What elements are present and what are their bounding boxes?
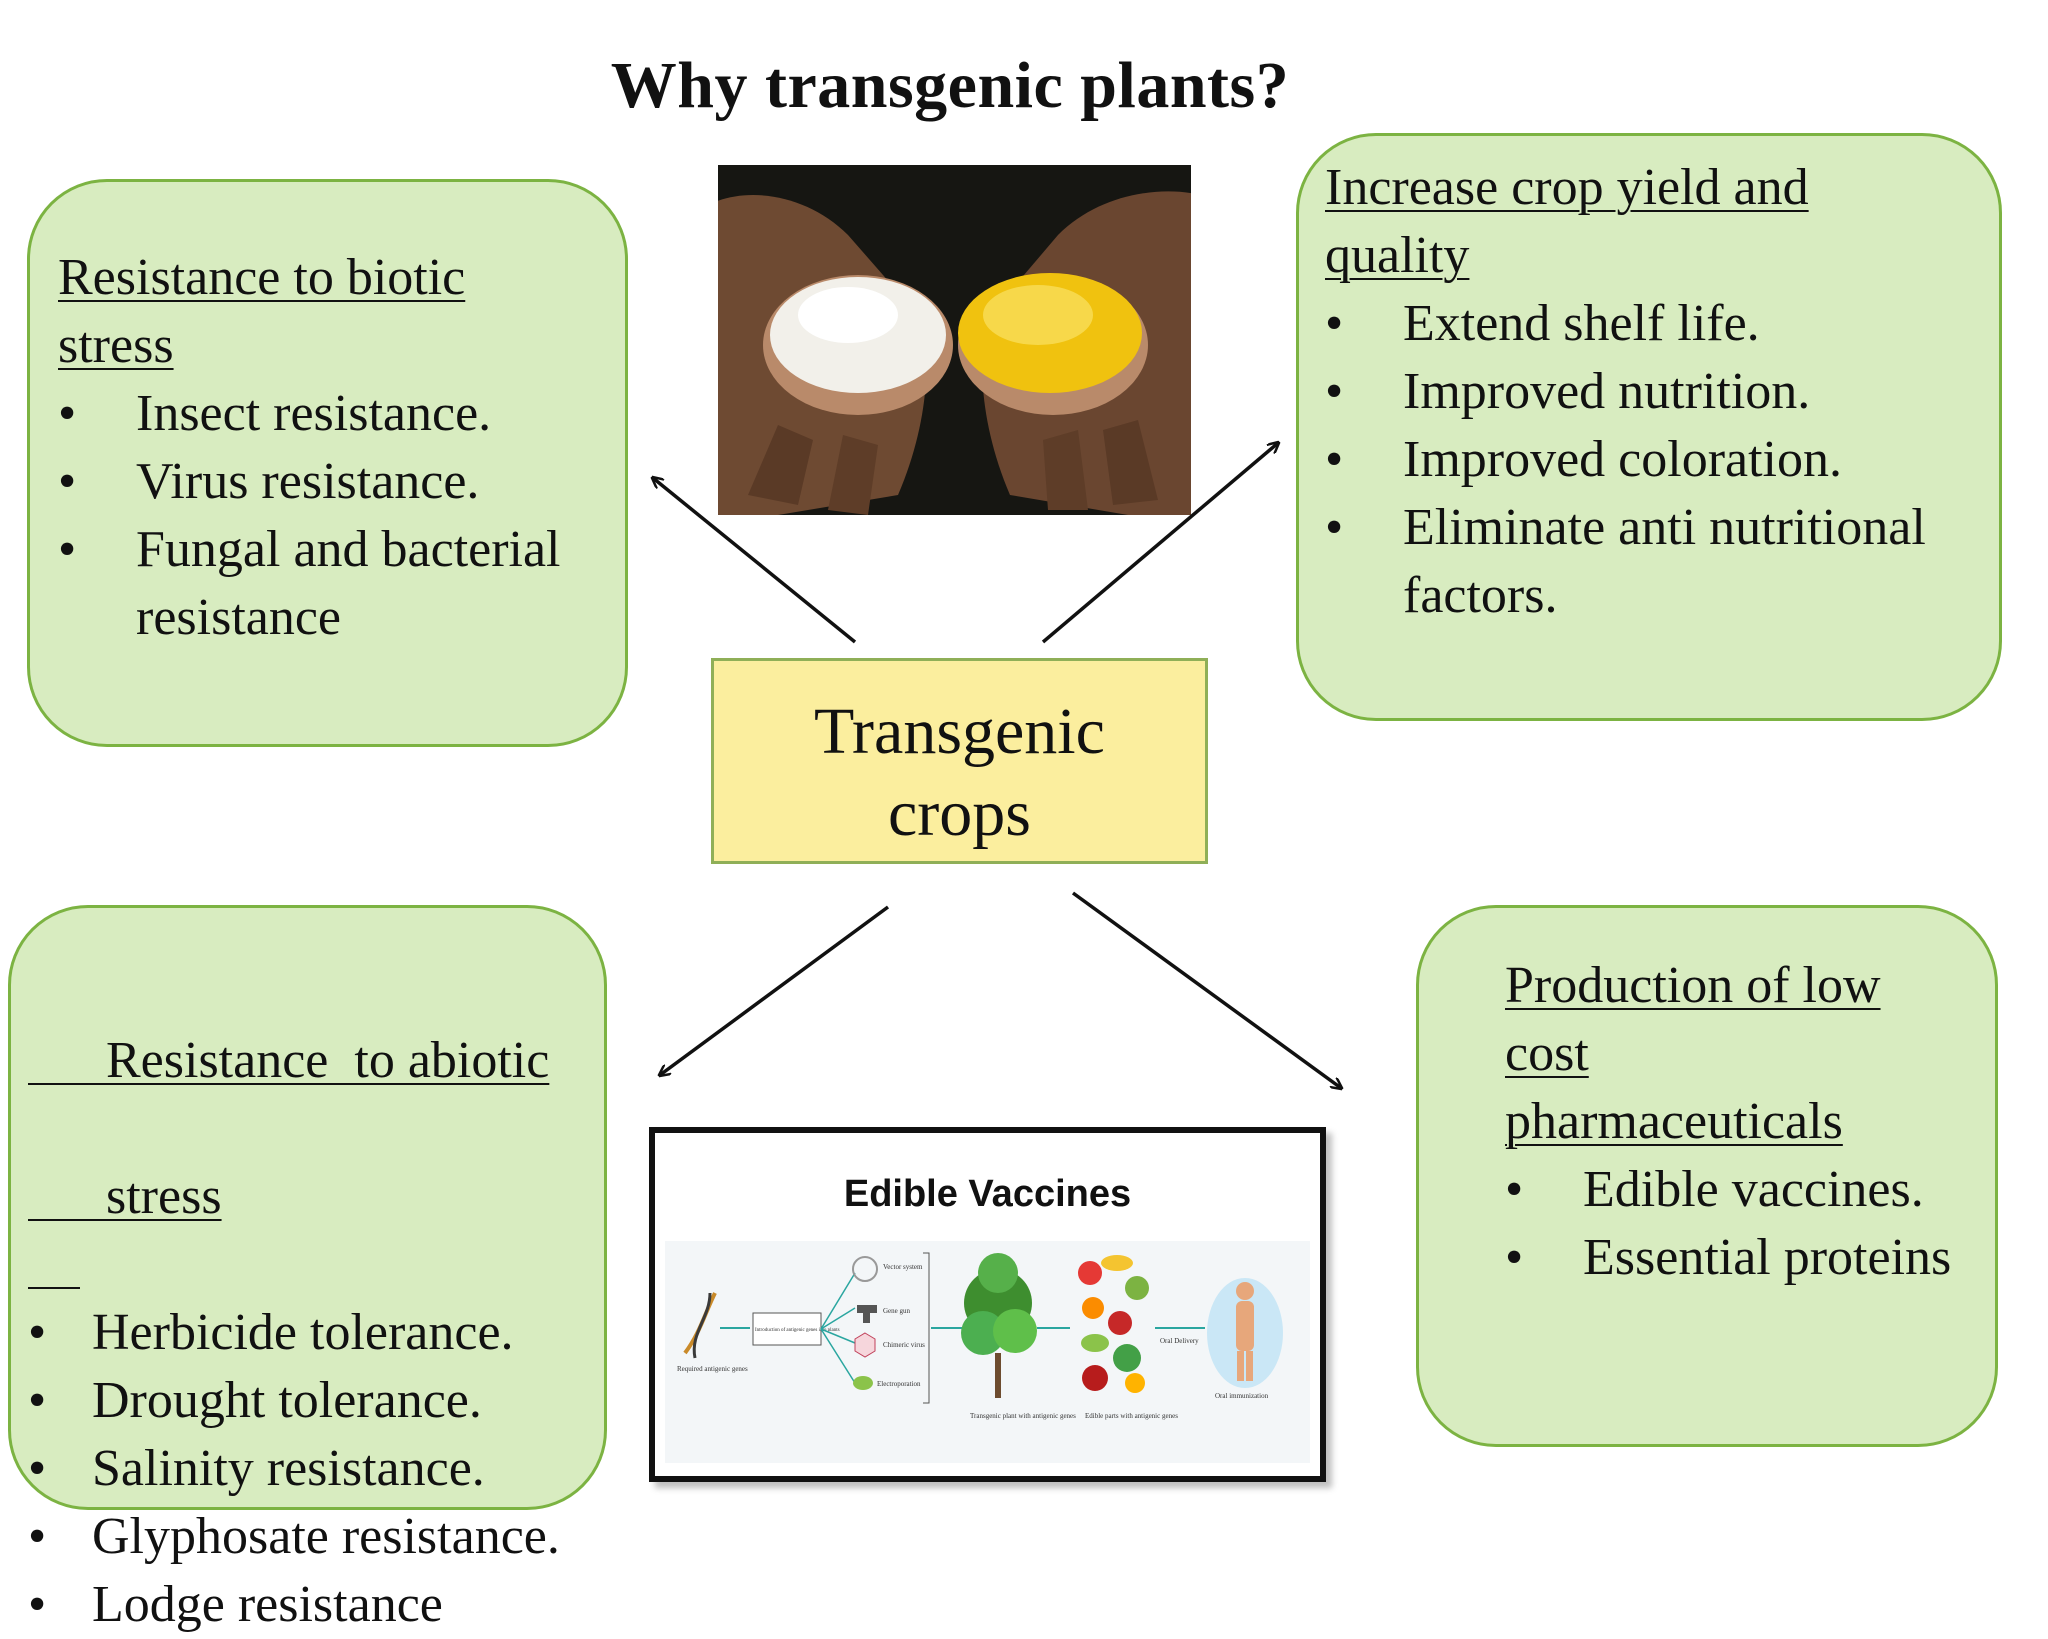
- list-biotic: •Insect resistance. •Virus resistance. •…: [58, 380, 623, 652]
- list-item: •Improved nutrition.: [1325, 363, 1811, 420]
- list-yield: •Extend shelf life. •Improved nutrition.…: [1325, 290, 2005, 630]
- page-title: Why transgenic plants?: [610, 49, 1290, 122]
- human-figure-icon: [1236, 1282, 1254, 1381]
- edible-produce-icon: [1078, 1255, 1149, 1393]
- virus-icon: [854, 1332, 876, 1358]
- box-crop-yield: Increase crop yield and quality •Extend …: [1296, 133, 2002, 721]
- heading-yield: Increase crop yield and quality: [1325, 159, 1809, 284]
- gene-gun-icon: [857, 1305, 877, 1323]
- heading-pharma: Production of low cost pharmaceuticals: [1505, 957, 1881, 1150]
- list-item: •Insect resistance.: [58, 385, 492, 442]
- arrow-to-pharma: [1071, 891, 1341, 1088]
- electroporation-icon: [853, 1376, 873, 1390]
- edible-vaccines-figure: Edible Vaccines Required antigenic genes…: [649, 1127, 1326, 1482]
- rice-hands-photo: [718, 165, 1191, 515]
- arrow-to-yield: [1041, 443, 1278, 644]
- arrow-to-abiotic: [660, 905, 890, 1075]
- list-item: •Herbicide tolerance.: [28, 1304, 514, 1361]
- arrow-to-biotic: [653, 478, 857, 644]
- box-biotic-stress: Resistance to biotic stress •Insect resi…: [27, 179, 628, 747]
- label-oral-delivery: Oral Delivery: [1160, 1337, 1199, 1345]
- list-item: •Eliminate anti nutritional factors.: [1325, 499, 1926, 624]
- label-plant: Transgenic plant with antigenic genes: [970, 1412, 1076, 1420]
- list-item: •Glyphosate resistance.: [28, 1508, 560, 1565]
- label-electro: Electroporation: [877, 1380, 921, 1388]
- label-vector: Vector system: [883, 1263, 923, 1271]
- label-chimeric: Chimeric virus: [883, 1341, 925, 1349]
- list-item: •Essential proteins: [1505, 1229, 1952, 1286]
- vaccine-flow-diagram: Required antigenic genes Introduction of…: [665, 1241, 1310, 1463]
- dna-icon: [683, 1292, 717, 1359]
- list-item: •Improved coloration.: [1325, 431, 1842, 488]
- label-immunization: Oral immunization: [1215, 1392, 1269, 1400]
- list-item: •Salinity resistance.: [28, 1440, 485, 1497]
- heading-biotic: Resistance to biotic stress: [58, 249, 466, 374]
- center-transgenic-crops: Transgenic crops: [711, 658, 1208, 864]
- label-genes: Required antigenic genes: [677, 1365, 748, 1373]
- box-abiotic-stress: Resistance to abiotic stress •Herbicide …: [8, 905, 607, 1633]
- label-intro: Introduction of antigenic genes into pla…: [755, 1328, 840, 1333]
- list-item: •Drought tolerance.: [28, 1372, 482, 1429]
- list-item: •Virus resistance.: [58, 453, 480, 510]
- list-pharma: •Edible vaccines. •Essential proteins: [1505, 1156, 1985, 1292]
- box-pharmaceuticals: Production of low cost pharmaceuticals •…: [1416, 905, 1998, 1447]
- vector-icon: [852, 1256, 878, 1282]
- connector-arrows: [0, 0, 2048, 1536]
- list-item: •Edible vaccines.: [1505, 1161, 1924, 1218]
- transgenic-plant-icon: [961, 1253, 1037, 1398]
- heading-abiotic: Resistance to abiotic stress: [106, 1032, 550, 1225]
- list-item: •Lodge resistance: [28, 1576, 443, 1633]
- list-item: •Extend shelf life.: [1325, 295, 1760, 352]
- label-gene-gun: Gene gun: [883, 1307, 911, 1315]
- list-abiotic: •Herbicide tolerance. •Drought tolerance…: [28, 1299, 628, 1639]
- vaccine-figure-title: Edible Vaccines: [843, 1173, 1132, 1215]
- list-item: •Fungal and bacterial resistance: [58, 521, 561, 646]
- label-edible: Edible parts with antigenic genes: [1085, 1412, 1178, 1420]
